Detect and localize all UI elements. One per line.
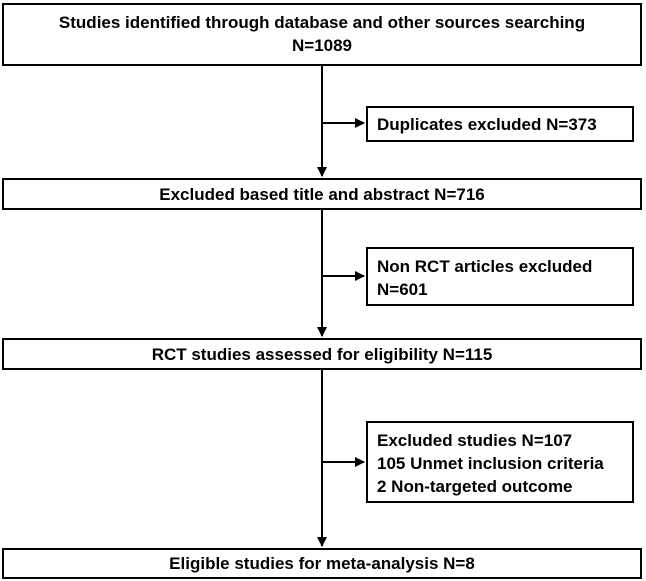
- non-rct-box: Non RCT articles excluded N=601: [366, 247, 634, 306]
- duplicates-text: Duplicates excluded N=373: [377, 115, 597, 134]
- excluded-non-targeted: 2 Non-targeted outcome: [377, 477, 573, 496]
- identified-count: N=1089: [291, 36, 353, 55]
- non-rct-text: Non RCT articles excluded: [377, 257, 593, 276]
- identified-text: Studies identified through database and …: [58, 13, 586, 32]
- excluded-box: Excluded studies N=107 105 Unmet inclusi…: [366, 421, 634, 503]
- excluded-unmet-criteria: 105 Unmet inclusion criteria: [377, 454, 604, 473]
- eligibility-box: RCT studies assessed for eligibility N=1…: [2, 338, 642, 370]
- duplicates-box: Duplicates excluded N=373: [366, 106, 634, 142]
- final-box: Eligible studies for meta-analysis N=8: [2, 548, 642, 579]
- excluded-total: Excluded studies N=107: [377, 431, 573, 450]
- screened-box: Excluded based title and abstract N=716: [2, 178, 642, 210]
- final-text: Eligible studies for meta-analysis N=8: [169, 554, 475, 573]
- screened-text: Excluded based title and abstract N=716: [159, 185, 485, 204]
- non-rct-count: N=601: [377, 280, 428, 299]
- eligibility-text: RCT studies assessed for eligibility N=1…: [151, 345, 493, 364]
- identified-box: Studies identified through database and …: [2, 3, 642, 66]
